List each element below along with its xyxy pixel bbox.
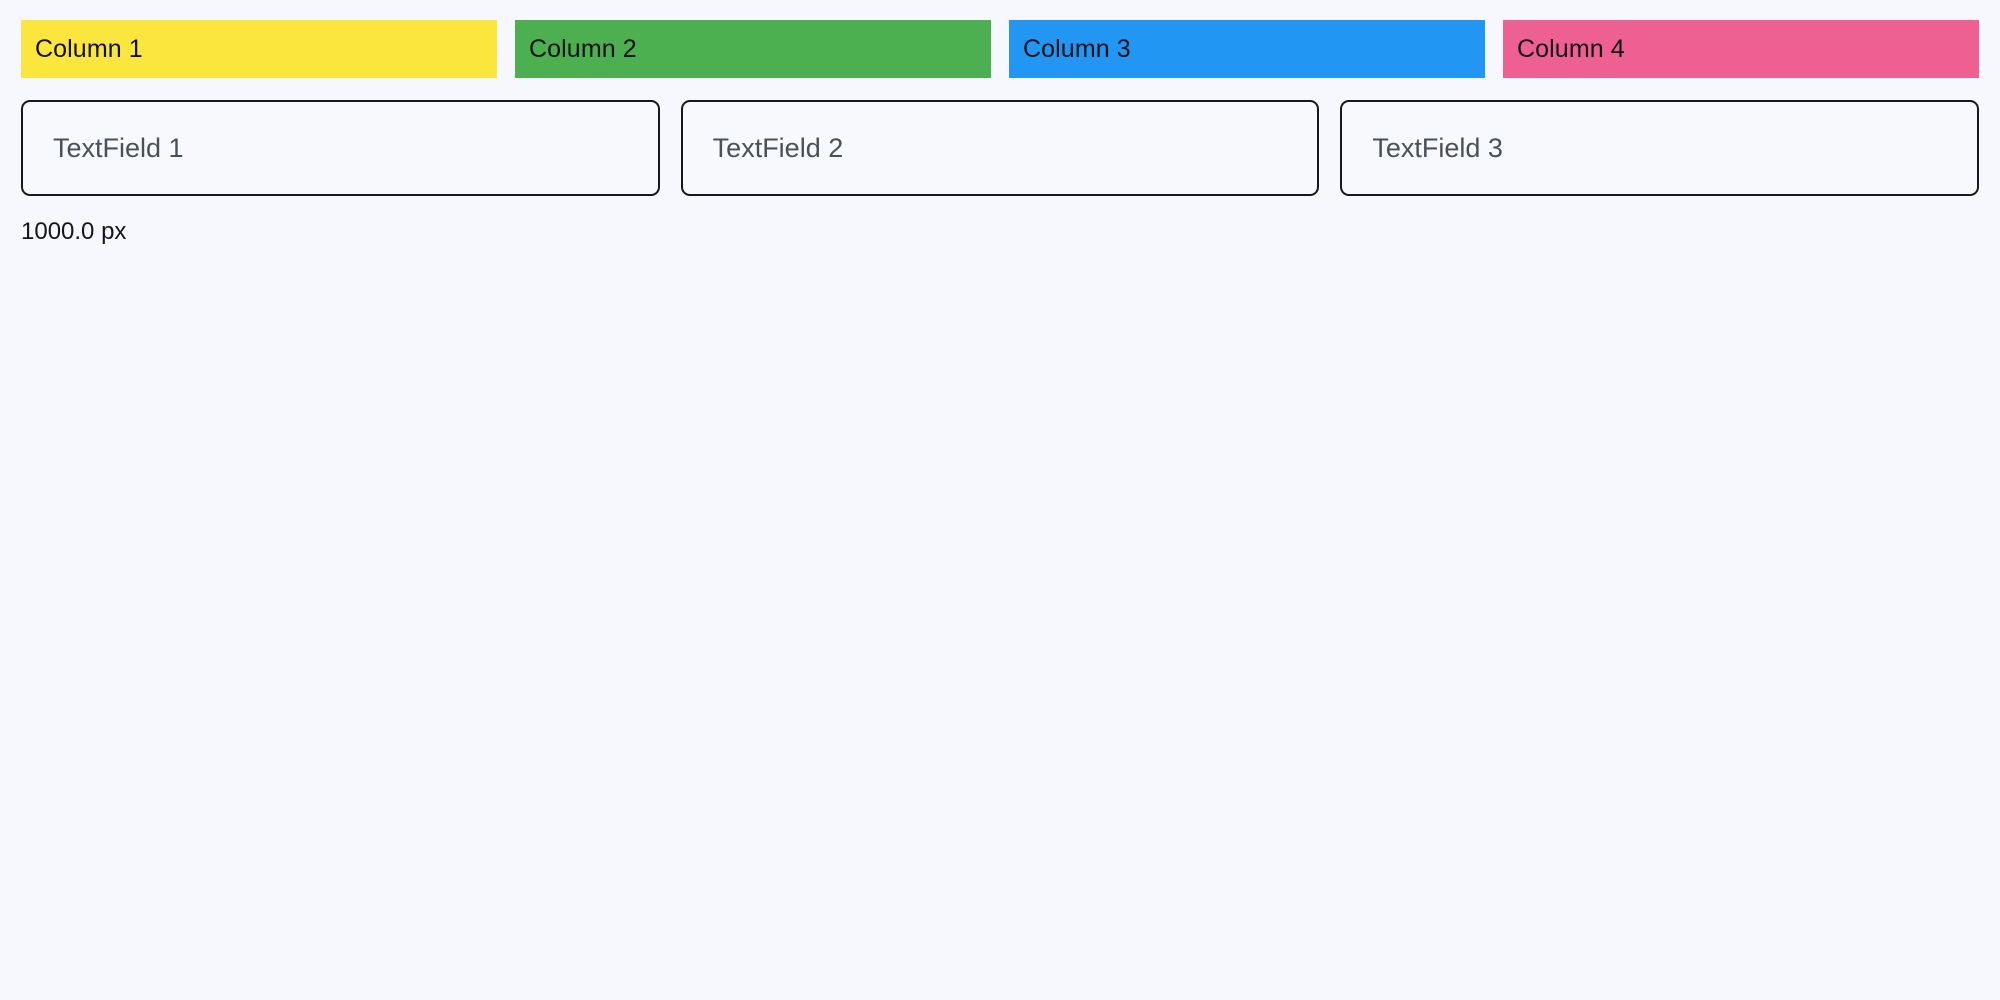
column-chip-3[interactable]: Column 3 xyxy=(1009,20,1485,78)
column-chip-label: Column 1 xyxy=(35,34,143,63)
column-chip-label: Column 4 xyxy=(1517,34,1625,63)
column-chip-2[interactable]: Column 2 xyxy=(515,20,991,78)
empty-canvas-area xyxy=(0,256,2000,1000)
width-measurement-label: 1000.0 px xyxy=(21,218,127,245)
columns-row: Column 1 Column 2 Column 3 Column 4 xyxy=(0,20,2000,78)
column-chip-label: Column 2 xyxy=(529,34,637,63)
column-chip-4[interactable]: Column 4 xyxy=(1503,20,1979,78)
column-chip-label: Column 3 xyxy=(1023,34,1131,63)
textfields-row xyxy=(0,100,2000,196)
text-field-2[interactable] xyxy=(680,100,1320,196)
column-chip-1[interactable]: Column 1 xyxy=(21,20,497,78)
text-field-3[interactable] xyxy=(1340,100,1980,196)
text-field-1[interactable] xyxy=(21,100,660,196)
